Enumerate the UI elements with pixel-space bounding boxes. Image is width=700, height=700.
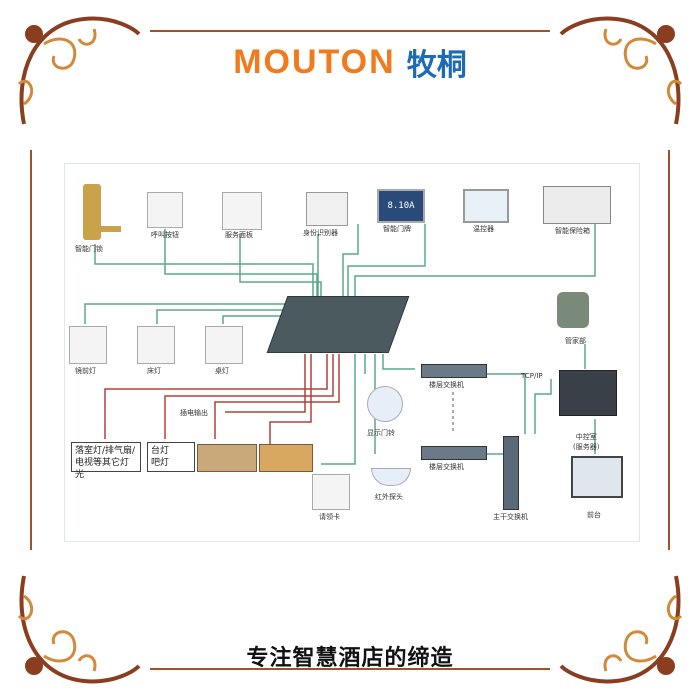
ornament-bottom-right xyxy=(556,556,696,696)
all-lights-box: 落室灯/排气扇/电视等其它灯光 xyxy=(71,442,141,472)
brand-header: MOUTON 牧桐 xyxy=(0,40,700,84)
card-switch-icon xyxy=(312,474,350,510)
slogan: 专注智慧酒店的缔造 xyxy=(0,640,700,672)
frame-right-line xyxy=(668,150,670,550)
housekeeping-icon xyxy=(557,292,589,328)
trunk-switch-icon xyxy=(503,436,519,510)
room-controller xyxy=(267,296,410,353)
floor-switch-2-label: 楼层交换机 xyxy=(429,462,464,472)
sensor-label: 红外探头 xyxy=(375,492,403,502)
thermostat-label: 温控器 xyxy=(473,224,494,234)
trunk-switch-label: 主干交换机 xyxy=(493,512,528,522)
system-diagram: 智能门锁 呼叫按钮 服务面板 身份识别器 8.10A 智能门牌 温控器 智能保险… xyxy=(64,163,640,542)
lamp-box: 台灯 吧灯 xyxy=(147,442,195,472)
floor-switch-1-icon xyxy=(421,364,487,378)
bed-light-switch-icon xyxy=(137,326,175,364)
doorplate-display: 8.10A xyxy=(387,201,414,211)
light-fixture-icon xyxy=(197,444,257,472)
safe-label: 智能保险箱 xyxy=(555,226,590,236)
outlet-label: 插电输出 xyxy=(180,408,208,418)
id-reader-label: 身份识别器 xyxy=(303,228,338,238)
id-reader-icon xyxy=(306,192,348,226)
safe-icon xyxy=(543,186,611,224)
brand-name-en: MOUTON xyxy=(233,43,395,82)
doorplate-icon: 8.10A xyxy=(377,189,425,223)
call-button-icon xyxy=(147,192,183,228)
floor-switch-2-icon xyxy=(421,446,487,460)
smart-lock-label: 智能门锁 xyxy=(75,244,103,254)
service-panel-label: 服务面板 xyxy=(225,230,253,240)
doorbell-icon xyxy=(367,386,403,422)
smart-lock-handle xyxy=(99,226,121,232)
server-icon xyxy=(559,370,617,416)
brand-name-cn: 牧桐 xyxy=(407,40,467,84)
tcpip-label: TCP/IP xyxy=(521,372,543,380)
desk-light-label: 桌灯 xyxy=(215,366,229,376)
server-label: 中控室 (服务器) xyxy=(573,432,599,452)
floor-switch-1-label: 楼层交换机 xyxy=(429,380,464,390)
desk-light-switch-icon xyxy=(205,326,243,364)
doorbell-label: 显示门铃 xyxy=(367,428,395,438)
thermostat-icon xyxy=(463,189,509,223)
front-desk-label: 前台 xyxy=(587,510,601,520)
housekeeping-label: 管家部 xyxy=(565,336,586,346)
chandelier-icon xyxy=(259,444,313,472)
ornament-bottom-left xyxy=(4,556,144,696)
mirror-light-label: 镜前灯 xyxy=(75,366,96,376)
service-panel-icon xyxy=(222,192,262,230)
doorplate-label: 智能门牌 xyxy=(383,224,411,234)
front-desk-laptop-icon xyxy=(571,456,623,498)
frame-left-line xyxy=(30,150,32,550)
card-switch-label: 请领卡 xyxy=(319,512,340,522)
mirror-light-switch-icon xyxy=(69,326,107,364)
bed-light-label: 床灯 xyxy=(147,366,161,376)
call-button-label: 呼叫按钮 xyxy=(151,230,179,240)
frame-top-line xyxy=(150,30,550,32)
